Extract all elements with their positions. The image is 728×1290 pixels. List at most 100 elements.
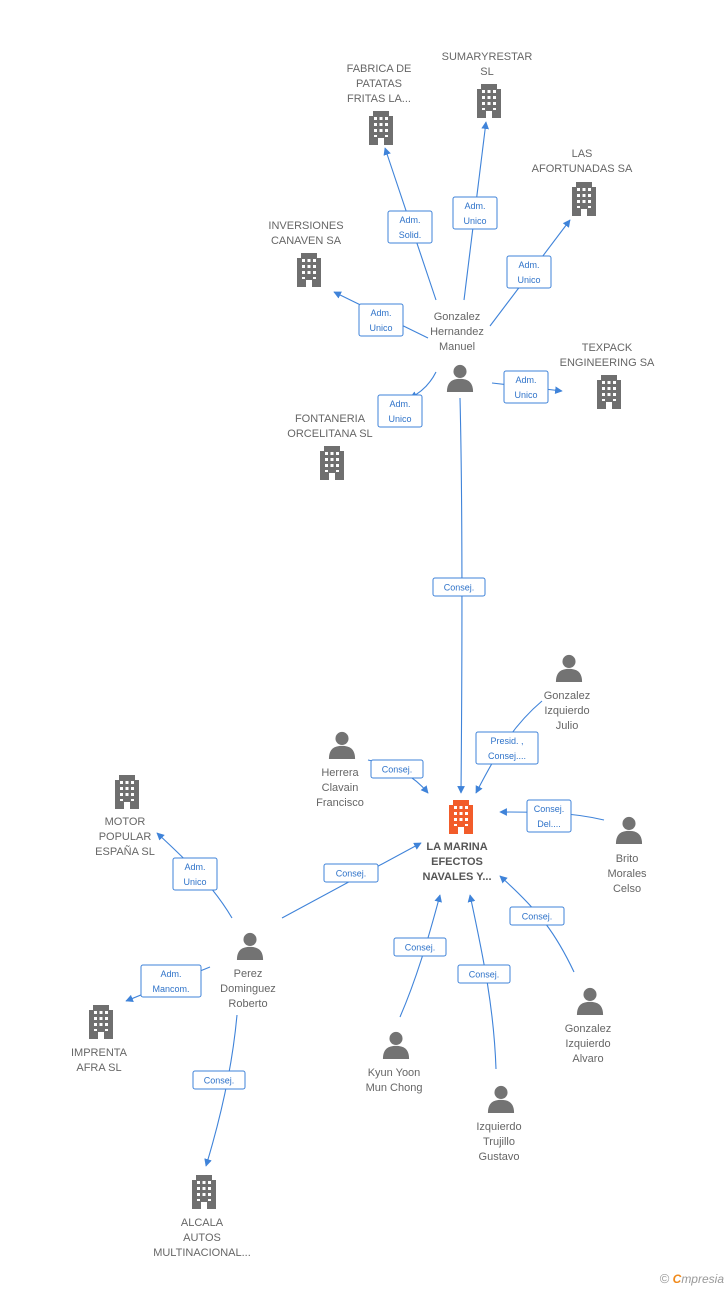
role-box-gonzalez_manuel-afortunadas[interactable]: Adm.Unico xyxy=(506,255,552,289)
role-box-gonzalez_manuel-fabrica[interactable]: Adm.Solid. xyxy=(387,210,433,244)
node-label-line: Francisco xyxy=(316,797,364,809)
role-label-line: Unico xyxy=(369,323,392,333)
person-icon xyxy=(555,654,583,682)
role-box-gonzalez_manuel-texpack[interactable]: Adm.Unico xyxy=(503,370,549,404)
node-label-line: LAS xyxy=(572,148,593,160)
role-label-line: Presid. , xyxy=(490,736,523,746)
role-label-line: Mancom. xyxy=(152,984,189,994)
node-label-line: Gustavo xyxy=(479,1151,520,1163)
role-label-line: Consej. xyxy=(534,804,565,814)
role-box-border xyxy=(475,731,539,765)
role-box-herrera-main[interactable]: Consej. xyxy=(370,759,424,779)
role-box-perez-imprenta[interactable]: Adm.Mancom. xyxy=(140,964,202,998)
brand-first-letter: C xyxy=(672,1272,682,1286)
brand-name: mpresia xyxy=(681,1272,724,1286)
node-afortunadas[interactable]: LAS AFORTUNADAS SA xyxy=(532,148,633,216)
node-label-line: FRITAS LA... xyxy=(347,93,411,105)
role-box-border xyxy=(452,196,498,230)
copyright-symbol: © xyxy=(659,1271,670,1286)
role-label-line: Unico xyxy=(183,877,206,887)
node-imprenta[interactable]: IMPRENTA AFRA SL xyxy=(71,1005,128,1074)
node-label-line: Gonzalez xyxy=(565,1023,611,1035)
node-label-line: IMPRENTA xyxy=(71,1047,128,1059)
node-label-line: FABRICA DE xyxy=(347,63,412,75)
building-icon xyxy=(449,800,473,834)
role-box-gonzalez_alvaro-main[interactable]: Consej. xyxy=(509,906,565,926)
role-box-izquierdo-main[interactable]: Consej. xyxy=(457,964,511,984)
node-label-line: Trujillo xyxy=(483,1136,515,1148)
node-label-line: INVERSIONES xyxy=(268,220,343,232)
role-label-line: Adm. xyxy=(389,399,410,409)
person-icon xyxy=(328,731,356,759)
role-box-border xyxy=(387,210,433,244)
role-box-brito-main[interactable]: Consej. Del.... xyxy=(526,799,572,833)
role-box-border xyxy=(457,964,511,984)
node-label-line: Herrera xyxy=(321,767,359,779)
role-box-border xyxy=(432,577,486,597)
role-label-line: Consej.... xyxy=(488,751,526,761)
node-label-line: MOTOR xyxy=(105,816,146,828)
role-box-border xyxy=(506,255,552,289)
node-fontaneria[interactable]: FONTANERIA ORCELITANA SL xyxy=(287,413,373,480)
role-label-line: Consej. xyxy=(522,912,553,922)
role-label-line: Adm. xyxy=(464,201,485,211)
node-label-line: Alvaro xyxy=(572,1053,603,1065)
node-label-line: AFORTUNADAS SA xyxy=(532,163,633,175)
edge-izquierdo-to-main xyxy=(467,894,497,1070)
node-label-line: FONTANERIA xyxy=(295,413,366,425)
node-label-line: Celso xyxy=(613,883,641,895)
node-canaven[interactable]: INVERSIONES CANAVEN SA xyxy=(268,220,344,287)
node-label-line: ORCELITANA SL xyxy=(287,428,372,440)
node-alcala[interactable]: ALCALAAUTOSMULTINACIONAL... xyxy=(153,1175,251,1259)
role-box-perez-alcala[interactable]: Consej. xyxy=(192,1070,246,1090)
role-box-gonzalez_manuel-sumary[interactable]: Adm.Unico xyxy=(452,196,498,230)
node-label-line: Morales xyxy=(607,868,647,880)
role-box-gonzalez_julio-main[interactable]: Presid. , Consej.... xyxy=(475,731,539,765)
node-label-line: AFRA SL xyxy=(76,1062,121,1074)
node-label-line: EFECTOS xyxy=(431,856,483,868)
building-icon xyxy=(597,375,621,409)
empresia-brand: © Cmpresia xyxy=(660,1271,724,1286)
edge-gonzalez_manuel-to-main xyxy=(457,397,465,794)
node-label-line: Julio xyxy=(556,720,579,732)
building-icon xyxy=(192,1175,216,1209)
person-icon xyxy=(615,816,643,844)
building-icon xyxy=(297,253,321,287)
role-box-border xyxy=(323,863,379,883)
node-label-line: ESPAÑA SL xyxy=(95,845,155,858)
role-box-border xyxy=(503,370,549,404)
node-label-line: Hernandez xyxy=(430,326,484,338)
node-label-line: Gonzalez xyxy=(434,311,480,323)
role-box-perez-motor[interactable]: Adm.Unico xyxy=(172,857,218,891)
role-box-gonzalez_manuel-main[interactable]: Consej. xyxy=(432,577,486,597)
node-label-line: ALCALA xyxy=(181,1217,224,1229)
node-label-line: Roberto xyxy=(228,998,267,1010)
node-label-line: SL xyxy=(480,66,493,78)
role-label-line: Del.... xyxy=(537,819,561,829)
node-label-line: Kyun Yoon xyxy=(368,1067,421,1079)
node-label-line: CANAVEN SA xyxy=(271,235,342,247)
role-label-line: Unico xyxy=(517,275,540,285)
role-label-line: Solid. xyxy=(399,230,422,240)
role-box-perez-main[interactable]: Consej. xyxy=(323,863,379,883)
role-box-gonzalez_manuel-fontaneria[interactable]: Adm.Unico xyxy=(377,394,423,428)
role-box-kyun-main[interactable]: Consej. xyxy=(393,937,447,957)
edge-perez-to-alcala xyxy=(204,1014,238,1167)
node-label-line: TEXPACK xyxy=(582,342,633,354)
person-icon xyxy=(487,1085,515,1113)
role-box-gonzalez_manuel-canaven[interactable]: Adm.Unico xyxy=(358,303,404,337)
